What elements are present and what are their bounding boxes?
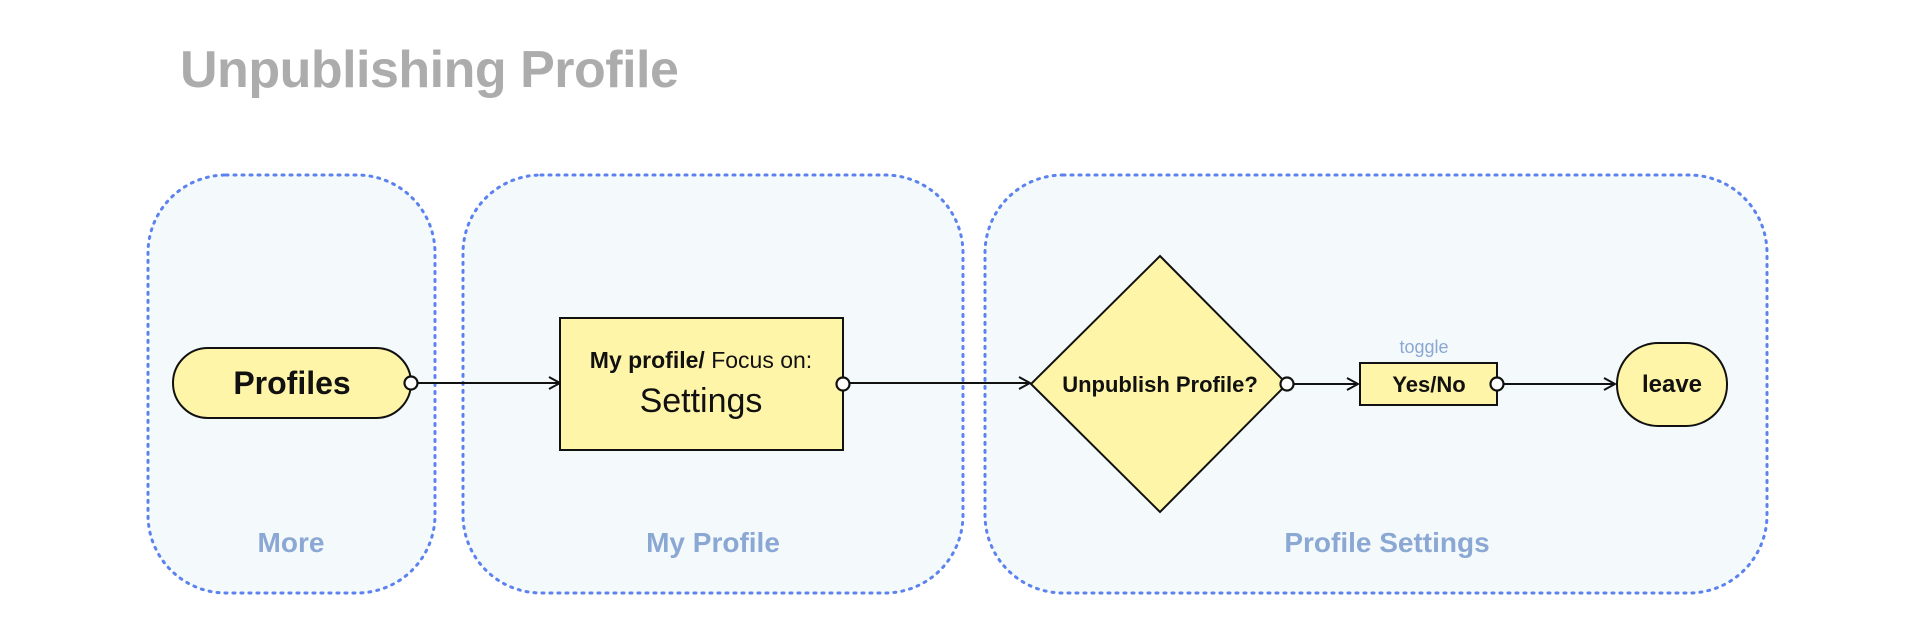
group-profile-settings-label: Profile Settings: [1284, 527, 1489, 558]
group-more-label: More: [258, 527, 325, 558]
node-my-profile-heading: My profile/ Focus on:: [590, 347, 812, 373]
group-my-profile-label: My Profile: [646, 527, 780, 558]
port-toggle-out[interactable]: [1489, 376, 1505, 392]
node-profiles-label: Profiles: [233, 365, 350, 401]
node-leave[interactable]: leave: [1616, 342, 1728, 427]
node-my-profile-settings[interactable]: My profile/ Focus on: Settings: [559, 317, 844, 451]
toggle-annotation: toggle: [1399, 337, 1448, 357]
port-my-profile-out[interactable]: [835, 376, 851, 392]
node-leave-shape: [1616, 342, 1728, 427]
page-title: Unpublishing Profile: [180, 41, 679, 99]
node-my-profile-normal: Focus on:: [705, 347, 812, 373]
node-leave-label: leave: [1642, 371, 1702, 398]
node-my-profile-bold: My profile/: [590, 347, 706, 373]
node-decision-shape: [1029, 254, 1289, 514]
port-decision-out[interactable]: [1279, 376, 1295, 392]
node-decision-label: Unpublish Profile?: [1062, 372, 1258, 397]
node-my-profile-main: Settings: [640, 382, 763, 420]
port-profiles-out[interactable]: [403, 375, 419, 391]
node-my-profile-shape: [559, 317, 844, 451]
node-profiles[interactable]: Profiles: [172, 347, 412, 419]
node-unpublish-decision[interactable]: Unpublish Profile?: [1029, 254, 1289, 514]
node-toggle-label: Yes/No: [1392, 372, 1465, 397]
